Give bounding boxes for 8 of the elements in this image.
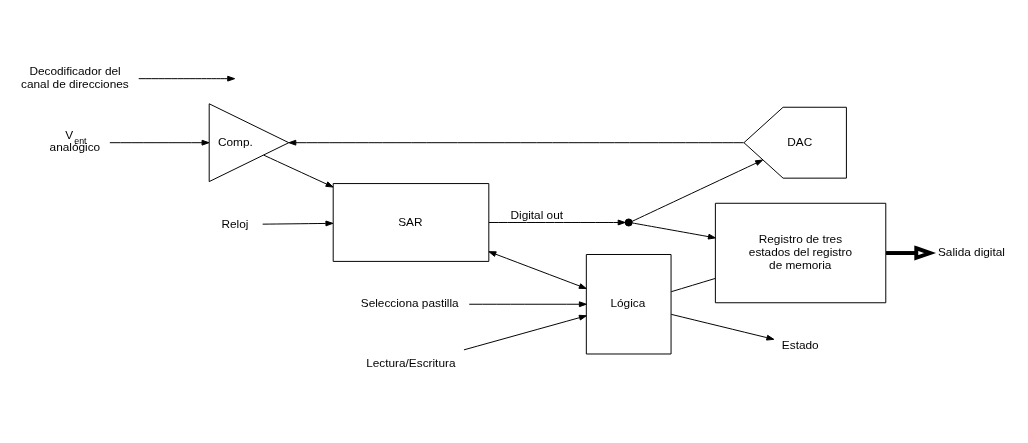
node-text: Selecciona pastilla — [360, 296, 459, 311]
node-text: Lectura/Escritura — [366, 356, 456, 371]
node-text: Decodificador del canal de direcciones — [21, 64, 129, 92]
node-text: Estado — [781, 337, 819, 352]
node-text: V$_{ent}$ analógico — [49, 128, 101, 155]
edge-label: Digital out — [510, 208, 564, 223]
node-text: Reloj — [221, 216, 249, 231]
node-text: Salida digital — [938, 245, 1005, 260]
